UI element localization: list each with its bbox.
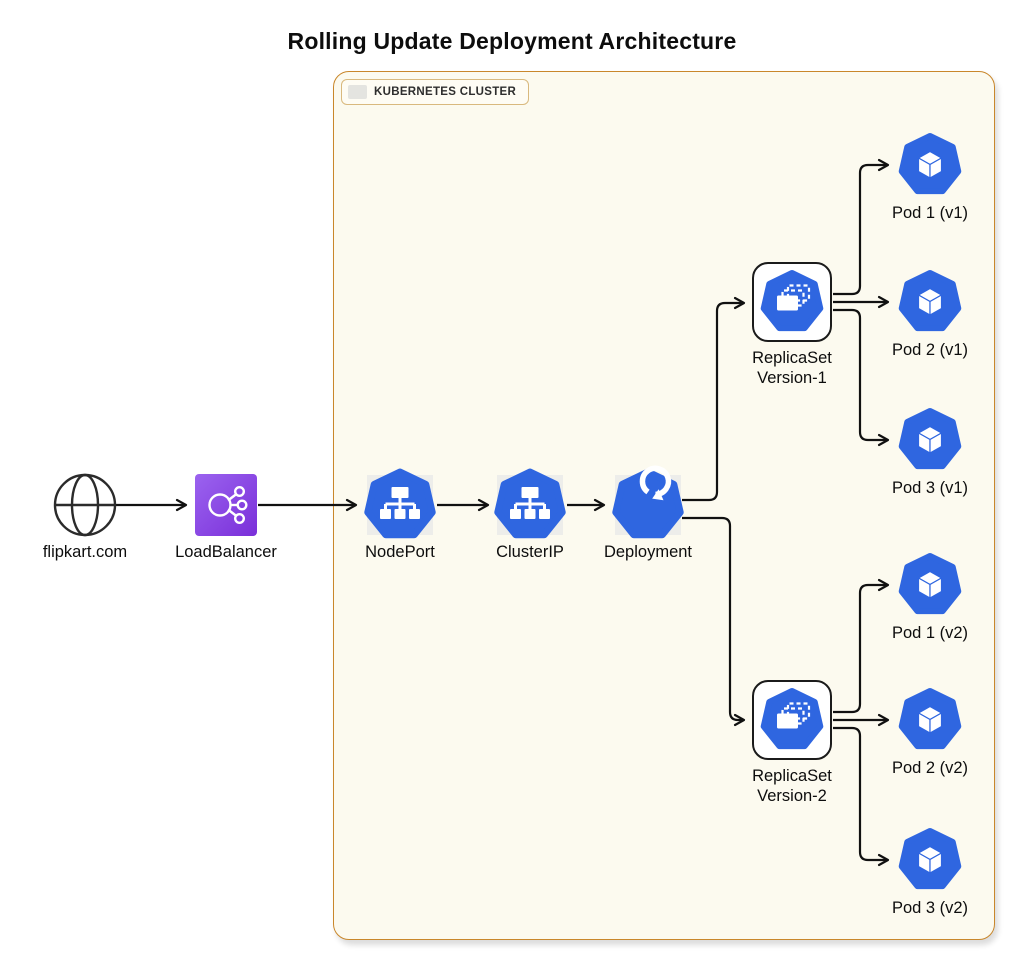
edge-replicaset-v2-to-pod1-v2 [833,585,888,712]
pod3-v1-label: Pod 3 (v1) [860,478,1000,498]
replicaset-v2-label-line2: Version-2 [722,786,862,806]
deployment-label: Deployment [578,542,718,562]
edge-deployment-to-replicaset-v1 [682,303,744,500]
replicaset-v1-label-line2: Version-1 [722,368,862,388]
loadbalancer-label: LoadBalancer [156,542,296,562]
replicaset-v1-label: ReplicaSet Version-1 [722,348,862,388]
pod3-v2-label: Pod 3 (v2) [860,898,1000,918]
pod1-v1-label: Pod 1 (v1) [860,203,1000,223]
pod3-v1-icon [902,411,959,466]
pod2-v1-label: Pod 2 (v1) [860,340,1000,360]
nodeport-service-icon [367,472,433,535]
pod1-v2-icon [902,556,959,611]
cluster-badge: KUBERNETES CLUSTER [341,79,529,105]
pod1-v2-label: Pod 1 (v2) [860,623,1000,643]
cluster-badge-label: KUBERNETES CLUSTER [374,86,516,98]
replicaset-v1-icon [753,263,831,341]
pod3-v2-icon [902,831,959,886]
replicaset-v2-label-line1: ReplicaSet [722,766,862,786]
globe-icon [55,475,115,535]
edge-replicaset-v1-to-pod1-v1 [833,165,888,294]
replicaset-v2-label: ReplicaSet Version-2 [722,766,862,806]
load-balancer-icon [195,474,257,536]
pod2-v2-icon [902,691,959,746]
clusterip-service-icon [497,472,563,535]
internet-label: flipkart.com [15,542,155,562]
cluster-badge-icon [348,85,367,99]
nodeport-label: NodePort [330,542,470,562]
replicaset-v1-label-line1: ReplicaSet [722,348,862,368]
pod1-v1-icon [902,136,959,191]
replicaset-v2-icon [753,681,831,759]
pod2-v2-label: Pod 2 (v2) [860,758,1000,778]
pod2-v1-icon [902,273,959,328]
deployment-icon [615,468,681,535]
